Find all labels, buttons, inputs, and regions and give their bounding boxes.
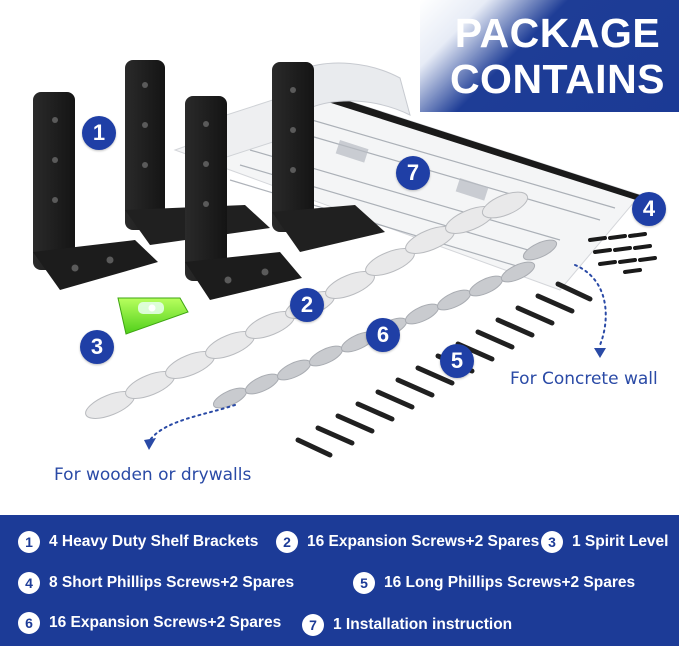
legend-text-7: 1 Installation instruction [333, 616, 513, 633]
legend-number-5: 5 [353, 572, 375, 594]
legend-item-2: 2 16 Expansion Screws+2 Spares [276, 531, 539, 553]
legend-item-4: 4 8 Short Phillips Screws+2 Spares [18, 572, 294, 594]
bracket-back-right [272, 62, 385, 252]
caption-concrete-wall: For Concrete wall [510, 369, 658, 389]
legend-item-5: 5 16 Long Phillips Screws+2 Spares [353, 572, 635, 594]
long-phillips-screws [295, 281, 593, 458]
dotted-arrows [149, 264, 607, 441]
title-line-1: PACKAGE [454, 10, 661, 56]
header-band [420, 0, 679, 112]
legend-item-1: 1 4 Heavy Duty Shelf Brackets [18, 531, 258, 553]
callout-badge-7: 7 [396, 156, 430, 190]
legend-text-3: 1 Spirit Level [572, 533, 669, 550]
legend-item-3: 3 1 Spirit Level [541, 531, 668, 553]
callout-badge-1: 1 [82, 116, 116, 150]
legend-number-4: 4 [18, 572, 40, 594]
legend-text-2: 16 Expansion Screws+2 Spares [307, 533, 540, 550]
legend-item-6: 6 16 Expansion Screws+2 Spares [18, 612, 281, 634]
callout-badge-3: 3 [80, 330, 114, 364]
product-illustration [33, 60, 657, 458]
title-line-2: CONTAINS [449, 56, 666, 102]
legend-text-6: 16 Expansion Screws+2 Spares [49, 614, 282, 631]
legend-band: 1 4 Heavy Duty Shelf Brackets 2 16 Expan… [0, 515, 679, 646]
bracket-front-middle [185, 96, 302, 300]
legend-text-4: 8 Short Phillips Screws+2 Spares [49, 574, 295, 591]
legend-number-3: 3 [541, 531, 563, 553]
callout-badge-6: 6 [366, 318, 400, 352]
legend-item-7: 7 1 Installation instruction [302, 614, 512, 636]
legend-number-1: 1 [18, 531, 40, 553]
short-phillips-screws [588, 232, 657, 274]
callout-badge-2: 2 [290, 288, 324, 322]
spirit-level [117, 297, 189, 335]
arrow-head-wooden [144, 438, 156, 450]
package-contains-title: PACKAGE CONTAINS [440, 10, 675, 102]
legend-text-5: 16 Long Phillips Screws+2 Spares [384, 574, 636, 591]
bracket-front-left [33, 92, 158, 290]
callout-badge-4: 4 [632, 192, 666, 226]
caption-wooden-drywalls: For wooden or drywalls [54, 465, 252, 485]
callout-badge-5: 5 [440, 344, 474, 378]
legend-text-1: 4 Heavy Duty Shelf Brackets [49, 533, 259, 550]
legend-number-6: 6 [18, 612, 40, 634]
legend-number-7: 7 [302, 614, 324, 636]
shelf-brackets [33, 60, 385, 300]
arrow-head-concrete [594, 348, 606, 358]
legend-number-2: 2 [276, 531, 298, 553]
